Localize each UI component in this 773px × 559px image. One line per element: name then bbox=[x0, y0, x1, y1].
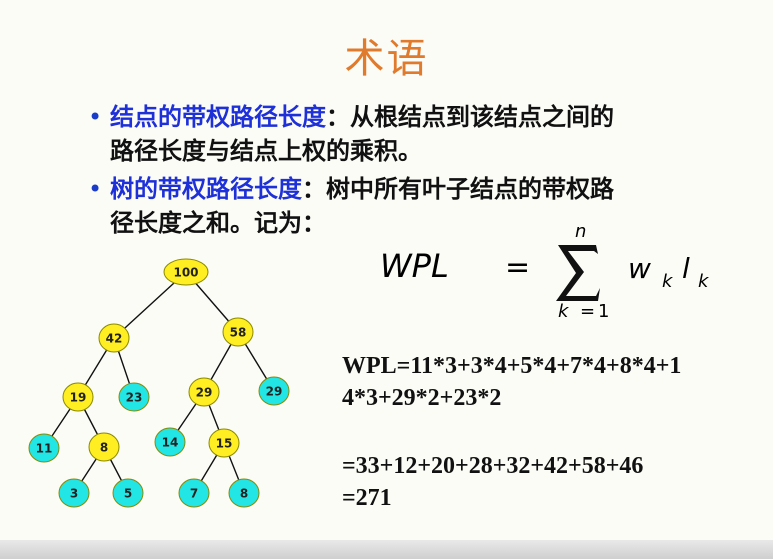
tree-edges bbox=[43, 271, 275, 494]
bullet-line1-rest: ：从根结点到该结点之间的 bbox=[326, 103, 614, 131]
tree-node-internal: 15 bbox=[208, 428, 240, 458]
sum-lower-val: 1 bbox=[598, 301, 609, 322]
tree-node-internal: 42 bbox=[98, 323, 130, 353]
tree-node-leaf: 11 bbox=[28, 433, 60, 463]
bullet-text: 结点的带权路径长度：从根结点到该结点之间的 路径长度与结点上权的乘积。 bbox=[110, 100, 760, 168]
sum-upper-limit: n bbox=[575, 221, 586, 242]
bullet-line2: 径长度之和。记为： bbox=[110, 209, 326, 237]
bullet-dot-icon: • bbox=[88, 103, 103, 131]
wpl-formula: WPL = n k = 1 w k l k bbox=[380, 221, 710, 322]
bullet-text: 树的带权路径长度：树中所有叶子结点的带权路 径长度之和。记为： bbox=[110, 172, 760, 240]
tree-node-label: 29 bbox=[196, 386, 213, 400]
tree-nodes: 100 42 58 19 23 29 29 11 8 14 15 3 5 7 8 bbox=[28, 258, 290, 508]
tree-node-leaf: 3 bbox=[58, 478, 90, 508]
bullet-line2: 路径长度与结点上权的乘积。 bbox=[110, 137, 422, 165]
tree-node-internal: 29 bbox=[188, 377, 220, 407]
formula-lhs: WPL bbox=[380, 247, 449, 285]
huffman-tree-diagram: 100 42 58 19 23 29 29 11 8 14 15 3 5 7 8 bbox=[28, 258, 290, 508]
tree-node-leaf: 29 bbox=[258, 376, 290, 406]
slide-title: 术语 bbox=[344, 36, 429, 82]
formula-w: w bbox=[628, 252, 651, 285]
bullet-line1-rest: ：树中所有叶子结点的带权路 bbox=[302, 175, 614, 203]
tree-node-label: 58 bbox=[230, 326, 247, 340]
term-highlight: 结点的带权路径长度 bbox=[110, 103, 326, 131]
calc-line-4: =271 bbox=[342, 485, 392, 511]
calc-line-2: 4*3+29*2+23*2 bbox=[342, 385, 502, 411]
tree-node-internal: 100 bbox=[163, 258, 209, 286]
tree-node-leaf: 14 bbox=[154, 427, 186, 457]
tree-node-label: 5 bbox=[124, 487, 132, 501]
tree-node-label: 14 bbox=[162, 436, 179, 450]
formula-l-subscript: k bbox=[698, 271, 710, 292]
calc-line-3: =33+12+20+28+32+42+58+46 bbox=[342, 453, 644, 479]
tree-node-label: 29 bbox=[266, 385, 283, 399]
sum-lower-eq: = bbox=[580, 301, 595, 322]
tree-node-label: 8 bbox=[240, 487, 248, 501]
formula-equals: = bbox=[505, 250, 530, 285]
tree-node-label: 100 bbox=[173, 266, 198, 280]
bottom-bar bbox=[0, 540, 773, 559]
tree-node-leaf: 8 bbox=[228, 478, 260, 508]
tree-node-label: 19 bbox=[70, 391, 87, 405]
tree-node-leaf: 5 bbox=[112, 478, 144, 508]
tree-node-internal: 8 bbox=[88, 432, 120, 462]
tree-node-label: 11 bbox=[36, 442, 53, 456]
tree-node-label: 23 bbox=[126, 391, 143, 405]
tree-node-label: 7 bbox=[190, 487, 198, 501]
tree-node-label: 15 bbox=[216, 437, 233, 451]
formula-w-subscript: k bbox=[662, 271, 674, 292]
tree-node-internal: 58 bbox=[222, 317, 254, 347]
formula-l: l bbox=[682, 252, 690, 285]
tree-node-internal: 19 bbox=[62, 382, 94, 412]
term-highlight: 树的带权路径长度 bbox=[110, 175, 302, 203]
tree-node-label: 3 bbox=[70, 487, 78, 501]
calc-line-1: WPL=11*3+3*4+5*4+7*4+8*4+1 bbox=[342, 353, 682, 379]
bullet-dot-icon: • bbox=[88, 175, 103, 203]
sigma-icon bbox=[556, 245, 600, 301]
tree-node-leaf: 23 bbox=[118, 382, 150, 412]
tree-node-leaf: 7 bbox=[178, 478, 210, 508]
sum-lower-var: k bbox=[558, 301, 570, 322]
tree-node-label: 8 bbox=[100, 441, 108, 455]
tree-node-label: 42 bbox=[106, 332, 123, 346]
